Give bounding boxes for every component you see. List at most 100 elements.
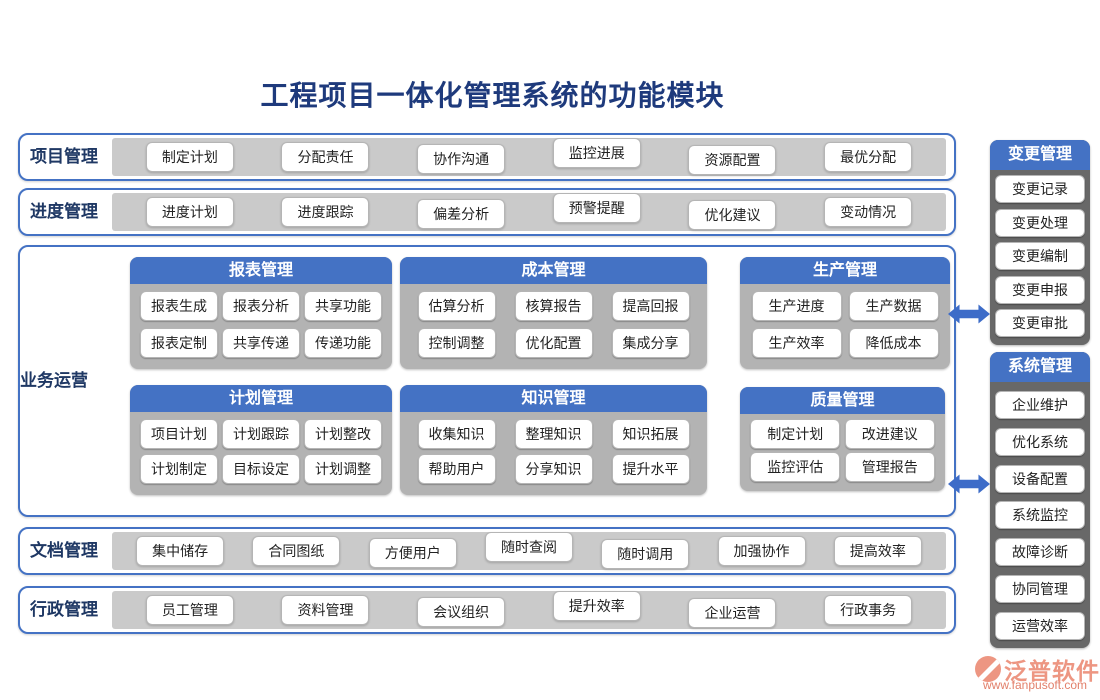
fanpu-logo: 泛普软件 (975, 652, 1100, 686)
band-items-bar: 集中储存 合同图纸 方便用户 随时查阅 随时调用 加强协作 提高效率 (112, 532, 946, 570)
band-label: 项目管理 (30, 147, 98, 166)
module-chip: 协同管理 (995, 575, 1085, 604)
module-chip: 提升效率 (552, 591, 641, 621)
module-chip: 随时调用 (601, 539, 690, 569)
panel-knowledge-management: 知识管理 收集知识 整理知识 知识拓展 帮助用户 分享知识 提升水平 (400, 385, 707, 495)
module-chip: 估算分析 (417, 291, 496, 322)
panel-title: 成本管理 (400, 257, 707, 284)
module-chip: 传递功能 (304, 327, 382, 358)
module-chip: 资料管理 (281, 595, 370, 625)
module-chip: 加强协作 (717, 536, 806, 566)
module-chip: 偏差分析 (417, 199, 506, 229)
module-chip: 监控评估 (750, 451, 841, 482)
module-chip: 共享功能 (304, 291, 382, 322)
panel-plan-management: 计划管理 项目计划 计划跟踪 计划整改 计划制定 目标设定 计划调整 (130, 385, 392, 495)
module-chip: 随时查阅 (484, 532, 573, 562)
module-chip: 资源配置 (688, 145, 777, 175)
module-chip: 最优分配 (824, 142, 913, 172)
module-chip: 报表分析 (222, 291, 300, 322)
panel-title: 生产管理 (740, 257, 950, 284)
module-chip: 故障诊断 (995, 538, 1085, 567)
panel-title: 知识管理 (400, 385, 707, 412)
module-chip: 目标设定 (222, 454, 300, 485)
band-document-management: 文档管理 集中储存 合同图纸 方便用户 随时查阅 随时调用 加强协作 提高效率 (18, 527, 956, 575)
module-chip: 变更编制 (995, 242, 1085, 271)
module-chip: 生产进度 (751, 291, 842, 322)
band-label: 文档管理 (30, 541, 98, 560)
module-chip: 合同图纸 (252, 536, 341, 566)
band-project-management: 项目管理 制定计划 分配责任 协作沟通 监控进展 资源配置 最优分配 (18, 133, 956, 181)
module-chip: 生产数据 (848, 291, 939, 322)
panel-cost-management: 成本管理 估算分析 核算报告 提高回报 控制调整 优化配置 集成分享 (400, 257, 707, 369)
module-chip: 提升水平 (611, 454, 690, 485)
band-label: 行政管理 (30, 600, 98, 619)
band-items-bar: 员工管理 资料管理 会议组织 提升效率 企业运营 行政事务 (112, 591, 946, 629)
business-operations-label: 业务运营 (20, 371, 88, 390)
module-chip: 生产效率 (751, 327, 842, 358)
band-items-bar: 制定计划 分配责任 协作沟通 监控进展 资源配置 最优分配 (112, 138, 946, 176)
module-chip: 核算报告 (514, 291, 593, 322)
module-chip: 计划制定 (140, 454, 218, 485)
sidebar-section-title: 系统管理 (990, 352, 1090, 382)
module-chip: 项目计划 (140, 418, 218, 449)
sidebar-section-title: 变更管理 (990, 140, 1090, 170)
module-chip: 整理知识 (514, 418, 593, 449)
band-label: 进度管理 (30, 202, 98, 221)
module-chip: 降低成本 (848, 327, 939, 358)
module-chip: 变更审批 (995, 308, 1085, 337)
panel-title: 计划管理 (130, 385, 392, 412)
module-chip: 行政事务 (824, 595, 913, 625)
module-chip: 控制调整 (417, 327, 496, 358)
module-chip: 进度跟踪 (281, 197, 370, 227)
module-chip: 优化配置 (514, 327, 593, 358)
module-chip: 员工管理 (145, 595, 234, 625)
module-chip: 改进建议 (844, 419, 935, 450)
module-chip: 企业运营 (688, 598, 777, 628)
module-chip: 提高回报 (611, 291, 690, 322)
sidebar-system-management: 系统管理 企业维护 优化系统 设备配置 系统监控 故障诊断 协同管理 运营效率 (990, 352, 1090, 648)
module-chip: 知识拓展 (611, 418, 690, 449)
fanpu-logo-name: 泛普软件 (1004, 658, 1100, 684)
module-chip: 优化系统 (995, 427, 1085, 456)
page-title: 工程项目一体化管理系统的功能模块 (260, 80, 725, 111)
panel-report-management: 报表管理 报表生成 报表分析 共享功能 报表定制 共享传递 传递功能 (130, 257, 392, 369)
module-chip: 监控进展 (552, 138, 641, 168)
fanpu-logo-url: www.fanpusoft.com (983, 678, 1088, 692)
module-chip: 制定计划 (145, 142, 234, 172)
sidebar-change-management: 变更管理 变更记录 变更处理 变更编制 变更申报 变更审批 (990, 140, 1090, 345)
band-administrative-management: 行政管理 员工管理 资料管理 会议组织 提升效率 企业运营 行政事务 (18, 586, 956, 634)
module-chip: 会议组织 (417, 597, 506, 627)
module-chip: 帮助用户 (417, 454, 496, 485)
module-chip: 制定计划 (750, 419, 841, 450)
module-chip: 运营效率 (995, 611, 1085, 640)
module-chip: 收集知识 (417, 418, 496, 449)
module-chip: 计划跟踪 (222, 418, 300, 449)
module-chip: 方便用户 (368, 538, 457, 568)
module-chip: 集成分享 (611, 327, 690, 358)
module-chip: 协作沟通 (417, 144, 506, 174)
module-chip: 变更申报 (995, 275, 1085, 304)
module-chip: 变动情况 (824, 197, 913, 227)
module-chip: 预警提醒 (552, 193, 641, 223)
double-arrow-icon (948, 471, 990, 497)
panel-title: 质量管理 (740, 387, 945, 414)
module-chip: 进度计划 (145, 197, 234, 227)
module-chip: 分享知识 (514, 454, 593, 485)
panel-title: 报表管理 (130, 257, 392, 284)
module-chip: 管理报告 (844, 451, 935, 482)
module-chip: 分配责任 (281, 142, 370, 172)
module-chip: 报表定制 (140, 327, 218, 358)
module-chip: 计划整改 (304, 418, 382, 449)
band-items-bar: 进度计划 进度跟踪 偏差分析 预警提醒 优化建议 变动情况 (112, 193, 946, 231)
module-chip: 优化建议 (688, 200, 777, 230)
module-chip: 计划调整 (304, 454, 382, 485)
module-chip: 提高效率 (833, 536, 922, 566)
module-chip: 报表生成 (140, 291, 218, 322)
module-chip: 集中储存 (136, 536, 225, 566)
double-arrow-icon (948, 301, 990, 327)
module-chip: 共享传递 (222, 327, 300, 358)
fanpu-logo-icon (975, 656, 1001, 682)
module-chip: 变更处理 (995, 208, 1085, 237)
module-chip: 系统监控 (995, 501, 1085, 530)
panel-production-management: 生产管理 生产进度 生产数据 生产效率 降低成本 (740, 257, 950, 369)
